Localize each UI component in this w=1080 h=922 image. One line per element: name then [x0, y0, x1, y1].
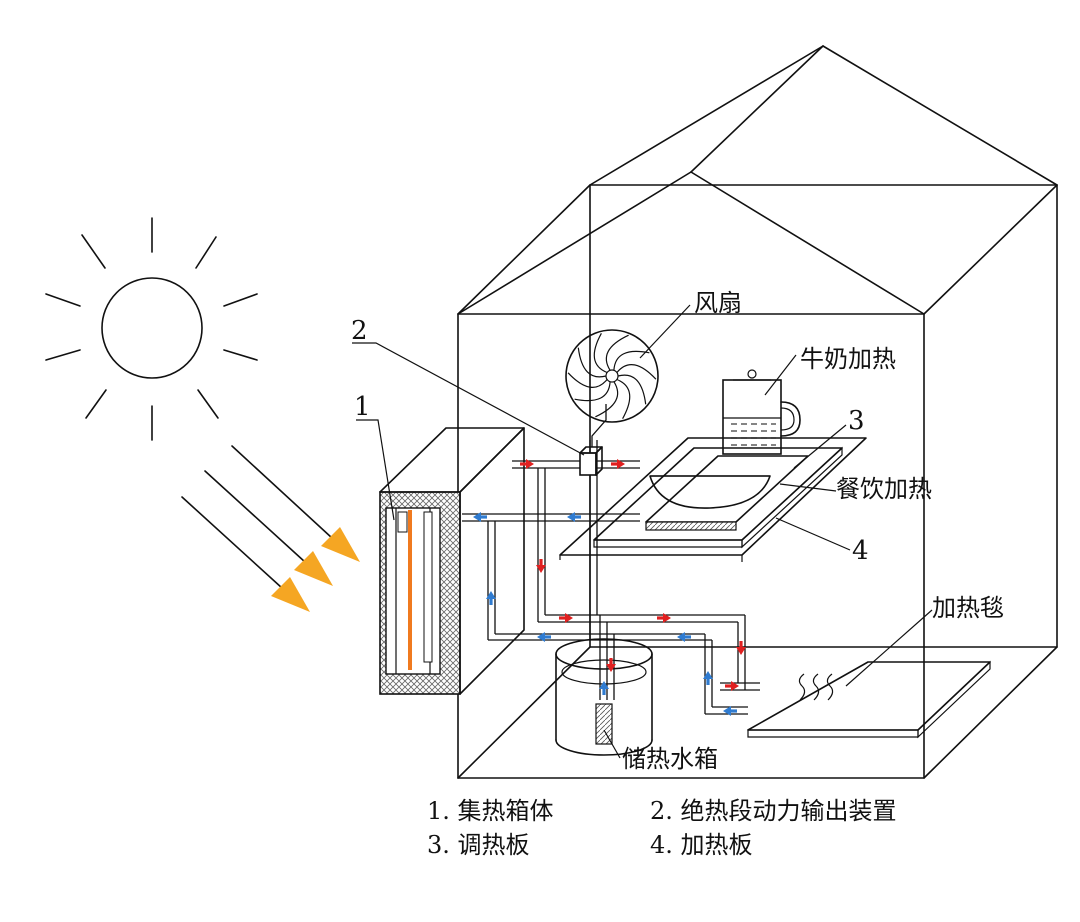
legend-item-4: 4. 加热板: [650, 831, 753, 859]
power-output-device: [579, 404, 607, 476]
sun-rays: [181, 445, 360, 612]
flow-arrows: [473, 459, 746, 716]
pipe-network: [462, 440, 760, 715]
number-label-4: 4: [852, 536, 869, 566]
fan-blade: [616, 378, 631, 419]
food-tray: [645, 455, 809, 531]
number-label-2: 2: [351, 316, 368, 346]
cold-flow-arrow: [537, 632, 551, 642]
fan-blade: [617, 374, 647, 405]
hot-flow-arrow: [536, 559, 546, 573]
fan-blade: [574, 381, 611, 402]
heat-regulating-plate-3: [593, 446, 843, 549]
hot-flow-arrow: [606, 658, 616, 672]
number-label-1: 1: [354, 392, 371, 422]
hot-flow-arrow: [520, 459, 534, 469]
hot-flow-arrow: [657, 613, 671, 623]
cold-flow-arrow: [677, 632, 691, 642]
cold-flow-arrow: [723, 706, 737, 716]
cold-flow-arrow: [703, 671, 713, 685]
legend-item-2: 2. 绝热段动力输出装置: [650, 797, 897, 825]
cold-flow-arrow: [473, 512, 487, 522]
fan-blade: [577, 347, 607, 378]
hot-flow-arrow: [611, 459, 625, 469]
food-heating-label: 餐饮加热: [836, 475, 932, 503]
sun-icon: [45, 217, 258, 441]
heating-plate-4: [559, 437, 867, 562]
fan-blade: [595, 381, 619, 418]
fan-label: 风扇: [694, 289, 742, 317]
heat-storage-tank: [555, 638, 653, 756]
sun-ray-arrow: [204, 470, 333, 586]
cold-flow-arrow: [599, 681, 609, 695]
cold-flow-arrow: [486, 591, 496, 605]
sun-ray-arrow: [181, 496, 310, 612]
milk-heating-pot: [722, 369, 801, 455]
cold-flow-arrow: [567, 512, 581, 522]
fan-blade: [593, 333, 608, 374]
hot-flow-arrow: [559, 613, 573, 623]
hot-flow-arrow: [725, 681, 739, 691]
fan-blade: [567, 372, 608, 388]
fan-blade: [605, 334, 629, 371]
fan-blade: [613, 350, 650, 371]
tank-label: 储热水箱: [622, 745, 718, 773]
legend-item-1: 1. 集热箱体: [427, 797, 554, 825]
milk-heating-label: 牛奶加热: [800, 345, 896, 373]
legend-item-3: 3. 调热板: [427, 831, 530, 859]
heating-blanket: [747, 660, 991, 739]
heating-blanket-label: 加热毯: [932, 594, 1004, 622]
collector-box: [379, 427, 525, 695]
fan-blade: [616, 364, 657, 380]
fan-icon: [565, 329, 659, 423]
sun-ray-arrow: [231, 445, 360, 562]
number-label-3: 3: [848, 406, 865, 436]
legend: 1. 集热箱体 2. 绝热段动力输出装置 3. 调热板 4. 加热板: [427, 797, 897, 859]
hot-flow-arrow: [736, 641, 746, 655]
leader-lines: [352, 304, 933, 759]
